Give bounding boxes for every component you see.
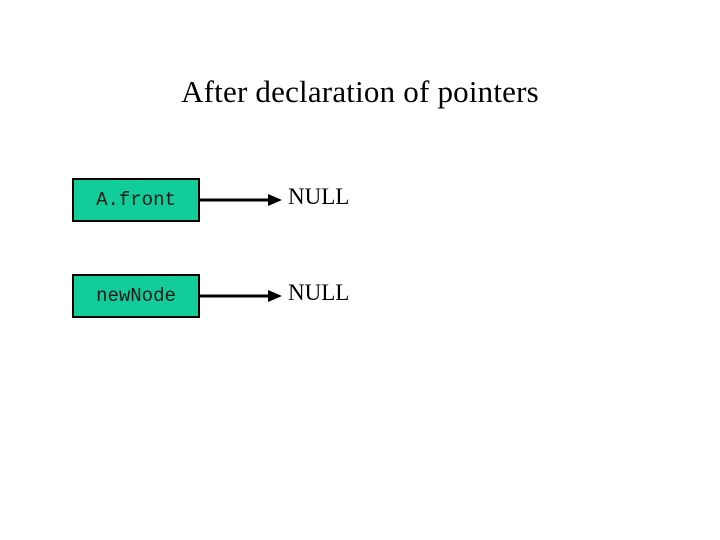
pointer-row-a-front: A.front NULL xyxy=(0,178,720,224)
variable-box-newnode[interactable]: newNode xyxy=(72,274,200,318)
pointer-row-newnode: newNode NULL xyxy=(0,274,720,320)
arrow-right-icon xyxy=(200,285,282,307)
pointer-target-label: NULL xyxy=(288,184,350,209)
variable-box-label: newNode xyxy=(96,284,176,307)
variable-box-label: A.front xyxy=(96,188,176,211)
page-title: After declaration of pointers xyxy=(181,74,539,109)
pointer-target-label: NULL xyxy=(288,280,350,305)
variable-box-a-front[interactable]: A.front xyxy=(72,178,200,222)
arrow-right-icon xyxy=(200,189,282,211)
